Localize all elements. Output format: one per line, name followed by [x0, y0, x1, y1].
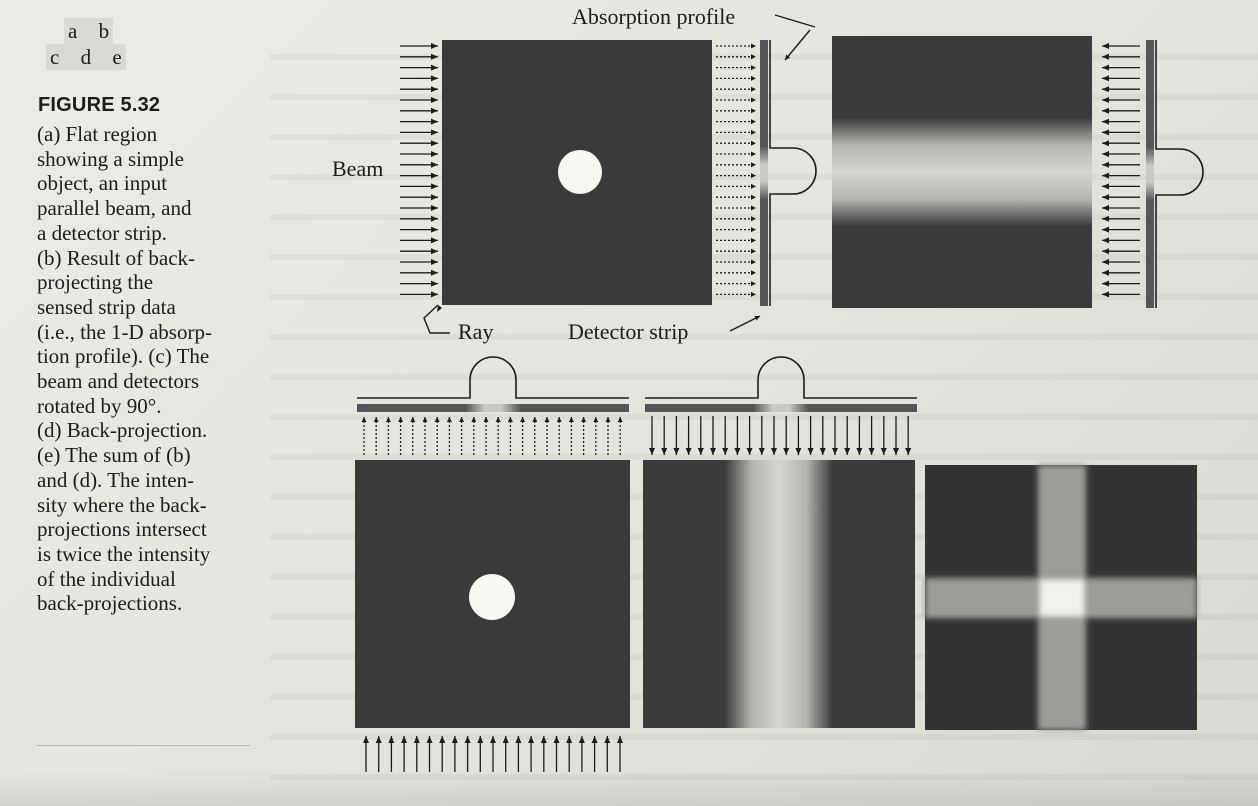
- panel-a: Absorption profile Beam Ray Detector str…: [332, 4, 817, 344]
- absorption-profile-curve-b: [1155, 40, 1204, 308]
- absorption-profile-leader: [774, 14, 816, 28]
- absorption-profile-pointer: [784, 29, 811, 61]
- panel-b: [832, 36, 1204, 308]
- figure-caption: (a) Flat region showing a simple object,…: [37, 122, 212, 616]
- simple-object: [558, 150, 602, 194]
- back-projection-horizontal: [832, 36, 1092, 308]
- panel-e: [925, 465, 1197, 730]
- detector-strip-pointer: [729, 315, 761, 332]
- panel-d: [643, 356, 917, 728]
- back-projection-arrows-d: [649, 416, 912, 455]
- panel-letter-d: d: [76, 44, 96, 70]
- panel-c: [355, 356, 630, 772]
- absorption-profile-curve-d: [645, 356, 917, 399]
- simple-object-c: [469, 574, 515, 620]
- beam-label: Beam: [332, 156, 383, 181]
- back-projection-arrows: [1102, 43, 1140, 298]
- detector-strip-b: [1146, 40, 1154, 308]
- ray-label: Ray: [458, 319, 493, 344]
- dotted-rays: [716, 43, 756, 297]
- detector-strip-c: [357, 404, 629, 412]
- input-beam-arrows: [400, 43, 438, 298]
- detector-strip-d: [645, 404, 917, 412]
- ray-pointer: [423, 304, 450, 334]
- detector-strip-label: Detector strip: [568, 319, 688, 344]
- dotted-rays-c: [361, 417, 623, 455]
- panel-letter-b: b: [94, 18, 114, 44]
- absorption-profile-curve-c: [357, 356, 629, 399]
- back-projection-vertical: [643, 460, 915, 728]
- page-shadow: [0, 770, 1258, 806]
- panel-letter-a: a: [64, 18, 82, 44]
- figure-title: FIGURE 5.32: [38, 94, 161, 116]
- absorption-profile-curve: [769, 40, 817, 306]
- detector-strip: [760, 40, 768, 306]
- caption-divider: [37, 745, 250, 746]
- panel-letter-key: a b c d e: [46, 18, 126, 70]
- absorption-profile-label: Absorption profile: [572, 4, 735, 29]
- input-beam-arrows-c: [363, 736, 623, 772]
- panel-letter-c: c: [46, 44, 64, 70]
- panel-letter-e: e: [108, 44, 126, 70]
- sum-image-cross: [925, 465, 1197, 730]
